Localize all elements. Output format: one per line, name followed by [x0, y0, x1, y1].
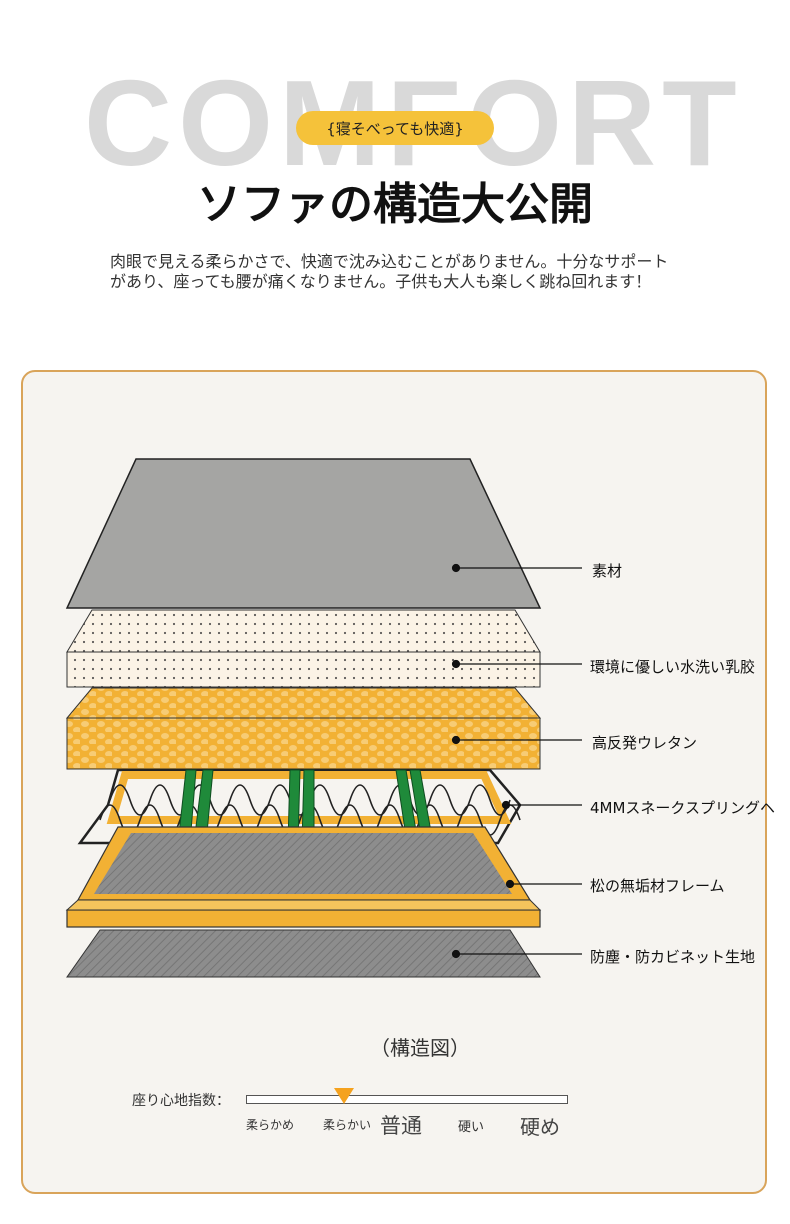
layer-label-spring: 4MMスネークスプリングヘ: [590, 799, 775, 817]
spring-layer: [77, 768, 522, 845]
label-leader-lines: [451, 563, 582, 959]
layer-label-fabric: 防塵・防カビネット生地: [590, 948, 756, 966]
frame-layer: [65, 826, 542, 928]
layer-label-urethane: 高反発ウレタン: [592, 734, 698, 752]
tagline-pill: {寝そべっても快適}: [296, 111, 494, 145]
anti-dust-fabric-layer: [66, 929, 541, 978]
scale-option-soft: 柔らかい: [323, 1118, 372, 1132]
layer-label-latex: 環境に優しい水洗い乳胶: [590, 658, 756, 676]
comfort-index-label: 座り心地指数：: [132, 1093, 230, 1109]
comfort-scale-bar: [246, 1095, 568, 1104]
diagram-caption: （構造図）: [370, 1036, 470, 1060]
layer-label-material: 素材: [592, 562, 623, 580]
comfort-pointer-icon: [334, 1088, 354, 1104]
scale-option-harder: 硬め: [520, 1115, 560, 1139]
scale-option-normal: 普通: [380, 1114, 422, 1138]
page-title: ソファの構造大公開: [197, 179, 593, 230]
latex-layer: [66, 609, 541, 688]
layer-label-frame: 松の無垢材フレーム: [590, 877, 725, 895]
description-text: 肉眼で見える柔らかさで、快適で沈み込むことがありません。十分なサポートがあり、座…: [110, 252, 669, 291]
fabric-layer: [65, 458, 542, 609]
scale-option-hard: 硬い: [458, 1120, 485, 1135]
urethane-layer: [65, 687, 542, 770]
scale-option-softer: 柔らかめ: [246, 1118, 295, 1132]
